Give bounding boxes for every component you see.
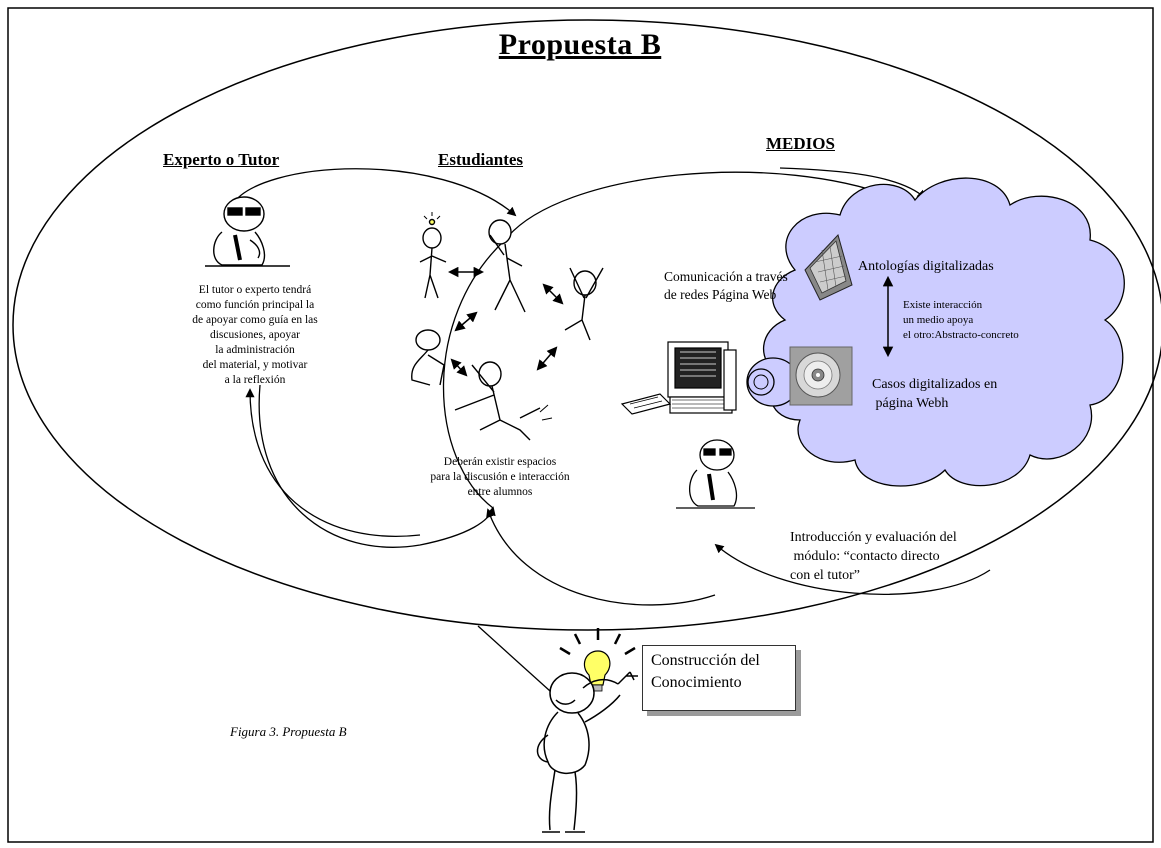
- student-interaction-arrows: [447, 266, 564, 377]
- tutor-line: discusiones, apoyar: [209, 329, 301, 341]
- media-loop: [504, 171, 901, 241]
- interaction-line: Existe interacción: [903, 299, 983, 311]
- tutor-description: El tutor o experto tendrá como función p…: [170, 283, 340, 388]
- intro-line: Introducción y evaluación del: [790, 530, 957, 545]
- anthologies-label: Antologías digitalizadas: [858, 259, 994, 274]
- tutor-figure-small: [676, 439, 755, 509]
- tutor-line: El tutor o experto tendrá: [198, 284, 312, 296]
- arrow-to-tutor-text: [245, 388, 421, 537]
- tutor-line: a la reflexión: [224, 374, 286, 386]
- lightbulb-icon: [559, 628, 636, 692]
- cases-label: Casos digitalizados en página Webh: [872, 375, 997, 413]
- students-line: para la discusión e interacción: [430, 471, 570, 483]
- communication-line: de redes Página Web: [664, 287, 777, 302]
- cases-line: página Webh: [872, 396, 949, 411]
- tutor-line: como función principal la: [195, 299, 315, 311]
- interaction-note: Existe interacción un medio apoya el otr…: [903, 298, 1019, 343]
- computer-icon: [620, 341, 737, 415]
- page-border: [7, 7, 1154, 843]
- interaction-line: un medio apoya: [903, 314, 974, 326]
- students-line: Deberán existir espacios: [443, 456, 557, 468]
- students-description: Deberán existir espacios para la discusi…: [405, 455, 595, 500]
- communication-line: Comunicación a través: [664, 269, 788, 284]
- arrow-bottom-to-students: [486, 508, 716, 606]
- outer-ellipse: [12, 19, 1161, 631]
- tutor-figure: [205, 196, 290, 267]
- page-title: Propuesta B: [498, 28, 662, 61]
- students-line: entre alumnos: [467, 486, 533, 498]
- tutor-line: de apoyar como guía en las: [192, 314, 318, 326]
- intro-line: con el tutor”: [790, 568, 860, 583]
- intro-line: módulo: “contacto directo: [790, 549, 940, 564]
- arrow-tutor-to-students: [231, 168, 517, 217]
- tutor-line: del material, y motivar: [202, 359, 308, 371]
- thinking-person-figure: [536, 671, 638, 833]
- knowledge-line: Construcción del: [651, 652, 760, 669]
- intro-text: Introducción y evaluación del módulo: “c…: [790, 528, 957, 585]
- communication-text: Comunicación a través de redes Página We…: [664, 268, 834, 304]
- arrow-ellipse-to-person: [477, 625, 562, 702]
- cases-line: Casos digitalizados en: [872, 377, 998, 392]
- heading-students: Estudiantes: [438, 150, 524, 169]
- student-figures: [411, 212, 604, 441]
- figure-caption: Figura 3. Propuesta B: [230, 724, 347, 739]
- heading-expert: Experto o Tutor: [163, 150, 280, 169]
- knowledge-line: Conocimiento: [651, 674, 742, 691]
- keyboard-icon: [804, 234, 853, 301]
- heading-media: MEDIOS: [766, 134, 835, 153]
- bottom-loop: [258, 384, 496, 548]
- media-cloud: [746, 177, 1125, 487]
- arrow-to-cloud: [779, 167, 927, 200]
- cd-icon: [789, 346, 853, 406]
- arrow-cloud-to-intro: [714, 543, 991, 595]
- interaction-line: el otro:Abstracto-concreto: [903, 329, 1019, 341]
- knowledge-box: Construcción del Conocimiento: [642, 645, 796, 711]
- tutor-line: la administración: [215, 344, 295, 356]
